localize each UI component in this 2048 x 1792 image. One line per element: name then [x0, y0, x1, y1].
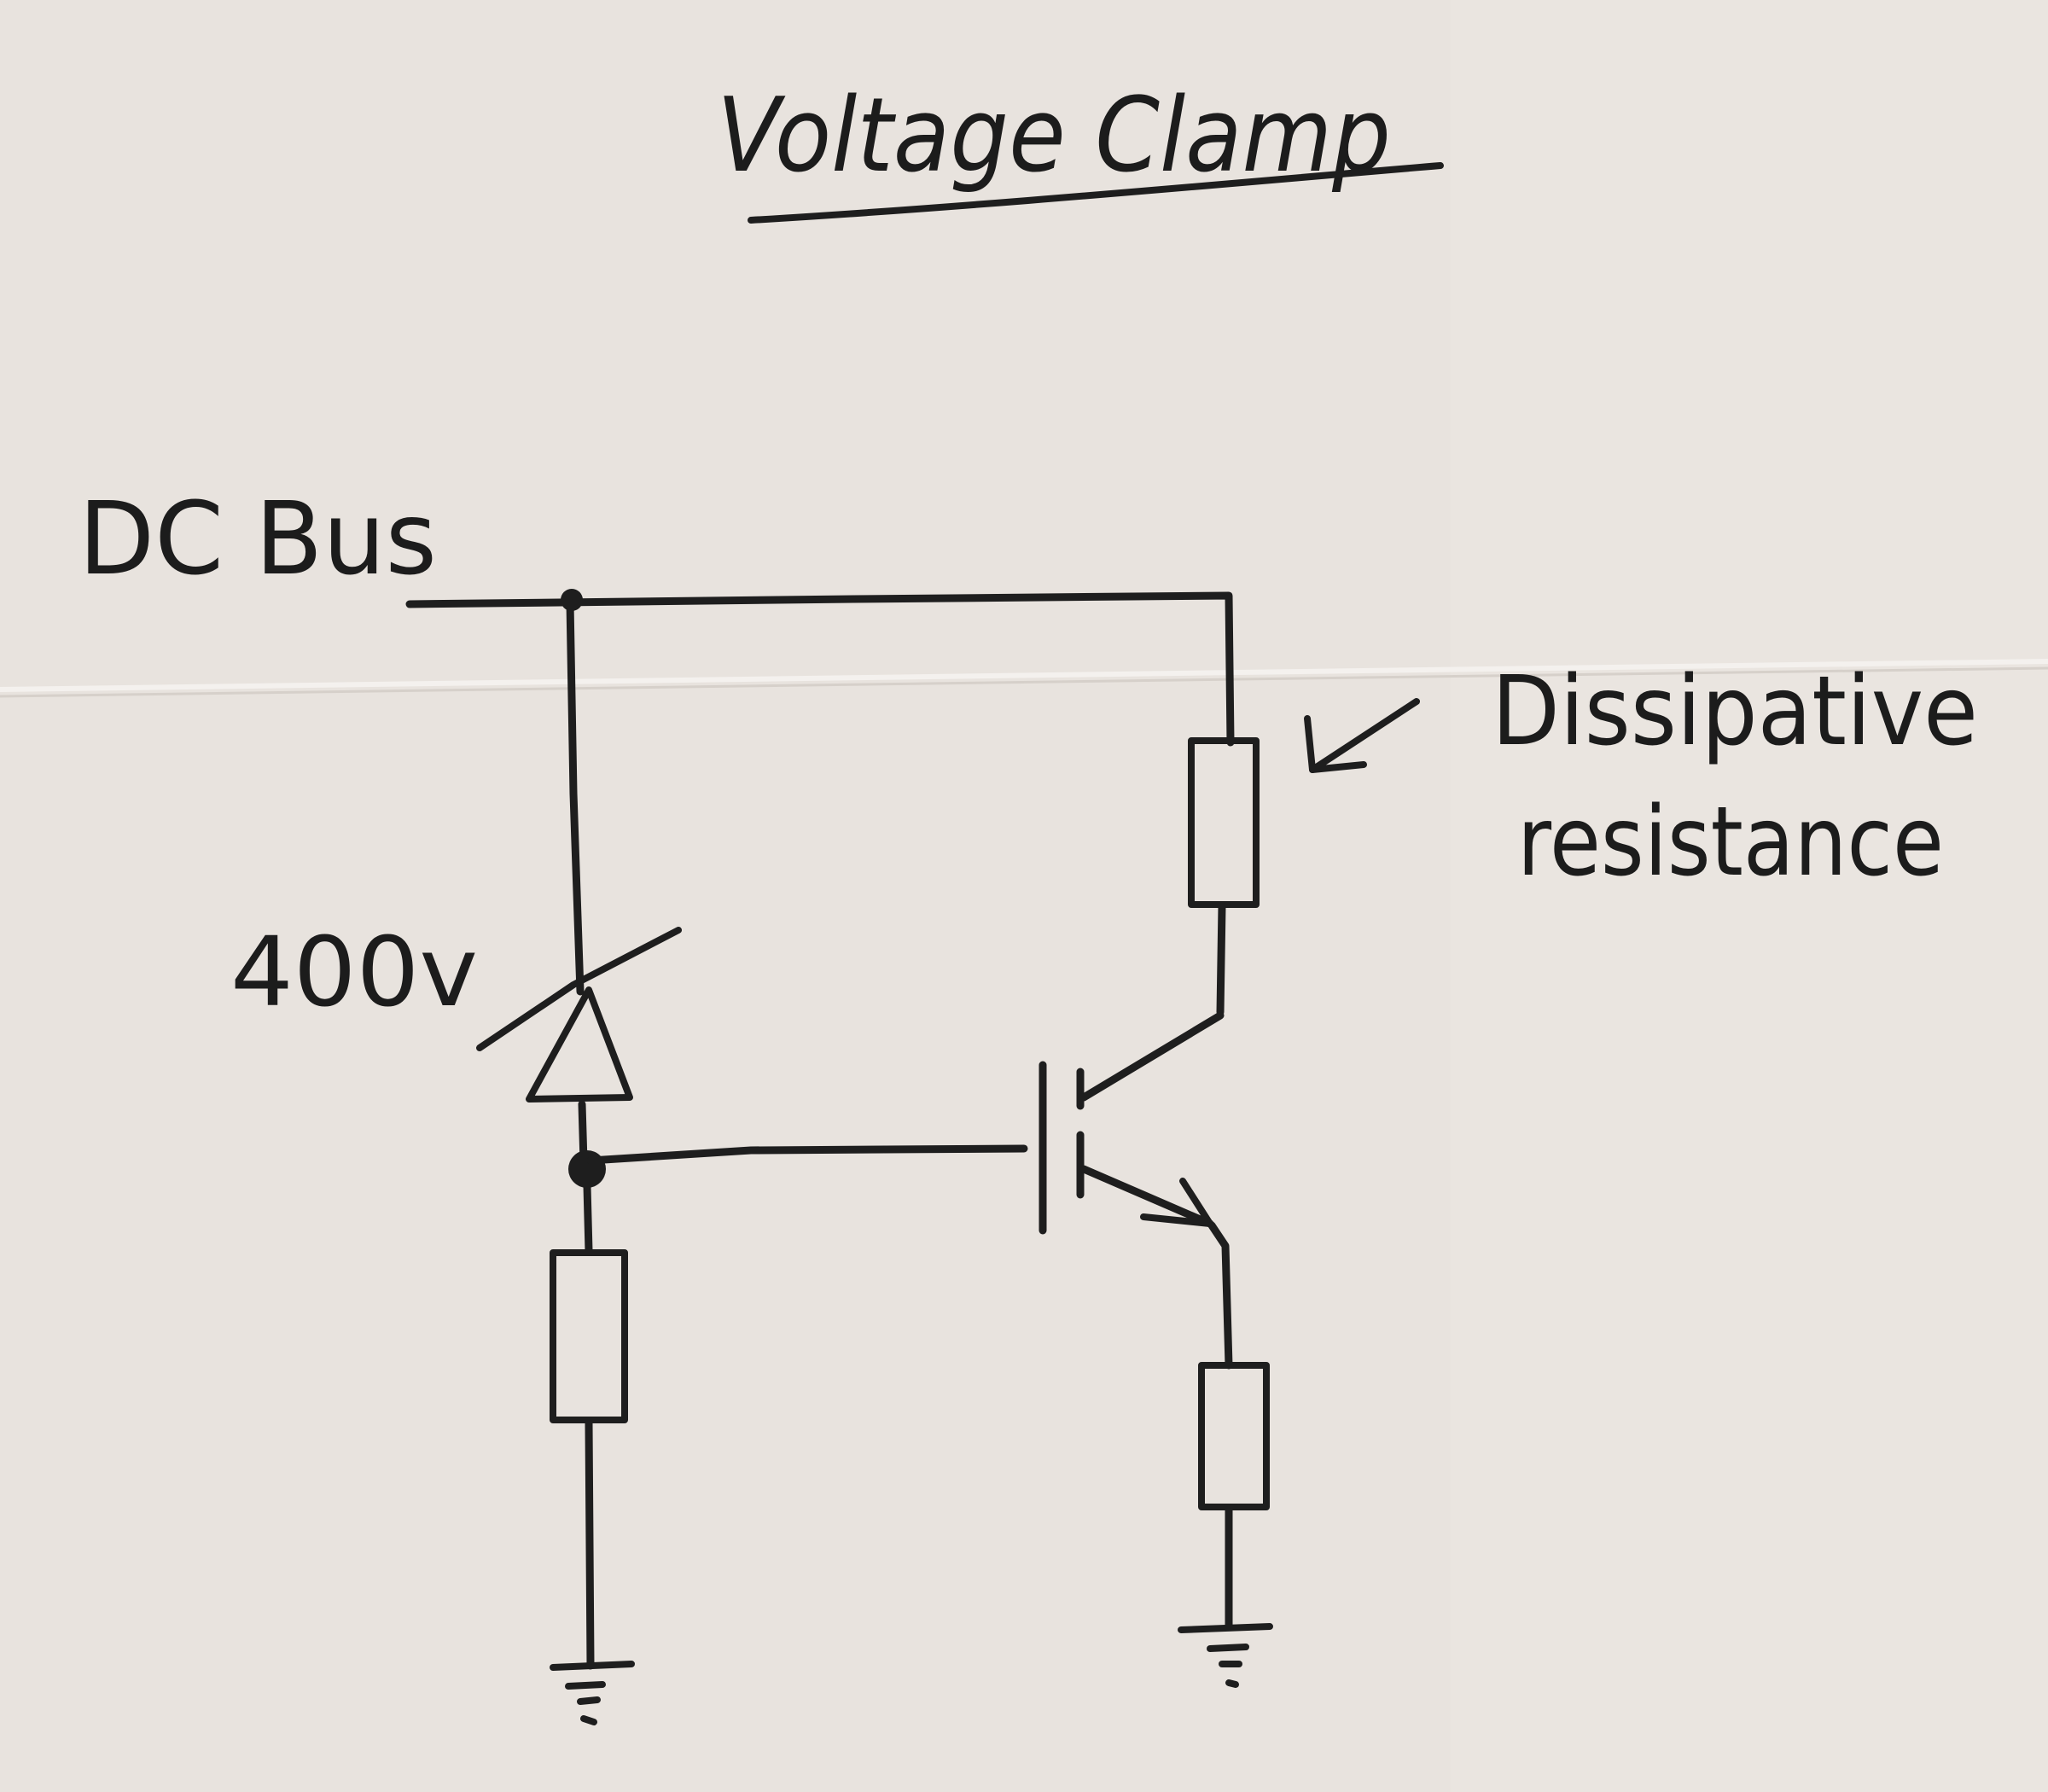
gate-node-dot: [568, 1150, 606, 1188]
igbt-transistor: [1039, 1011, 1233, 1370]
zener-voltage-label: 400v: [230, 917, 478, 1028]
title-underline: [748, 162, 1444, 224]
paper-fold-shadow: [0, 666, 2048, 698]
diagram-title: Voltage Clamp: [717, 77, 1391, 195]
emitter-resistor: [1198, 1362, 1270, 1510]
zener-supply-wire: [566, 598, 585, 996]
dc-bus-label: DC Bus: [79, 480, 437, 597]
bias-resistor-lead-bottom: [585, 1419, 595, 1670]
annotation-arrow: [1304, 698, 1420, 773]
annotation-line-2: resistance: [1517, 787, 1944, 898]
ground-right: [1178, 1623, 1273, 1688]
paper-fold-line: [0, 659, 2048, 692]
gate-wire: [586, 1144, 1028, 1165]
annotation-line-1: Dissipative: [1492, 656, 1978, 767]
dissipative-resistor-lead-bottom: [1216, 902, 1226, 1016]
dc-bus-wire: [405, 591, 1235, 747]
paper-shade: [1451, 0, 2048, 1792]
ground-left: [550, 1661, 635, 1725]
bias-resistor-lead-top: [583, 1182, 593, 1255]
